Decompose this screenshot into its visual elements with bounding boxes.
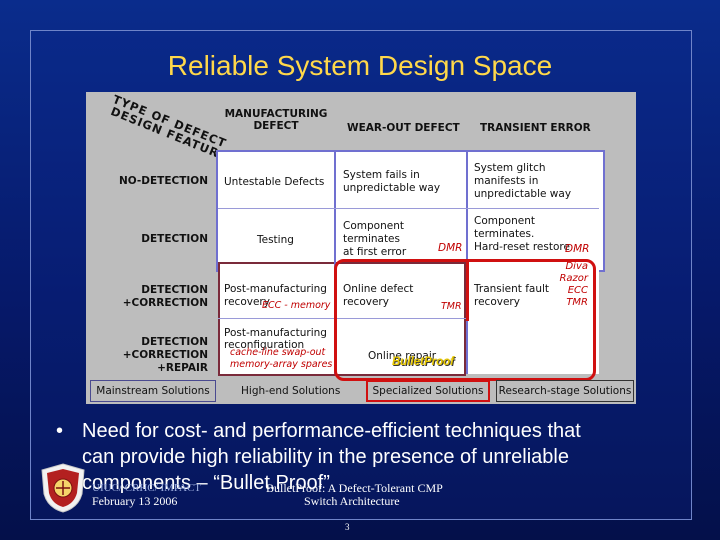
footer-group: UIUC/ CRHC/ IMPACT xyxy=(92,482,202,494)
cell-hard-reset-line1: Component xyxy=(474,215,535,227)
column-header-manufacturing: MANUFACTURING DEFECT xyxy=(216,108,336,132)
bullet-line-1: Need for cost- and performance-efficient… xyxy=(82,420,581,442)
footer-title-line2: Switch Architecture xyxy=(304,494,400,508)
cell-hard-reset-line2: terminates. xyxy=(474,228,535,240)
cell-online-defect-recovery: Online defect recovery xyxy=(343,283,413,309)
cell-system-fails-line2: unpredictable way xyxy=(343,182,441,194)
page-number: 3 xyxy=(345,522,350,532)
cell-dmr-wearout: DMR xyxy=(438,242,463,254)
cell-untestable-defects: Untestable Defects xyxy=(224,176,325,188)
cell-post-manufacturing-reconfiguration: Post-manufacturing reconfiguration xyxy=(224,327,327,351)
row-label-detection-correction-repair: DETECTION +CORRECTION +REPAIR xyxy=(96,336,208,375)
row-label-detection: DETECTION xyxy=(141,233,208,245)
cell-testing: Testing xyxy=(257,234,294,246)
bullet-marker: • xyxy=(56,420,64,442)
cell-diva: Diva xyxy=(565,261,588,272)
cell-system-fails-line1: System fails in xyxy=(343,169,420,181)
cell-online-defect-line2: recovery xyxy=(343,296,389,308)
cell-tmr-wearout: TMR xyxy=(441,301,462,312)
solutions-mainstream-label: Mainstream Solutions xyxy=(96,385,210,397)
cell-system-glitch-line1: System glitch xyxy=(474,162,546,174)
cell-ecc: ECC xyxy=(567,285,588,296)
row-label-no-detection: NO-DETECTION xyxy=(119,175,208,187)
column-header-transient: TRANSIENT ERROR xyxy=(480,122,591,134)
cell-dmr-transient: DMR xyxy=(565,243,590,255)
cell-system-fails: System fails in unpredictable way xyxy=(343,169,440,195)
footer-title-line1: BulletProof: A Defect-Tolerant CMP xyxy=(266,481,443,495)
solutions-research-label: Research-stage Solutions xyxy=(498,385,632,397)
bullet-line-3: components – “Bullet.Proof” xyxy=(82,472,330,494)
column-header-manufacturing-line1: MANUFACTURING xyxy=(224,108,328,120)
bullet-text: Need for cost- and performance-efficient… xyxy=(82,418,672,496)
cell-razor: Razor xyxy=(559,273,588,284)
row-label-dc-line1: DETECTION xyxy=(141,284,208,296)
cell-transient-fault-line2: recovery xyxy=(474,296,520,308)
bulletproof-label: BulletProof xyxy=(392,356,454,368)
solutions-high-end: High-end Solutions xyxy=(241,385,341,397)
cell-post-recon-line1: Post-manufacturing xyxy=(224,327,327,339)
cell-tmr-transient: TMR xyxy=(566,297,588,308)
cell-component-terminates-hard-reset: Component terminates. Hard-reset restore xyxy=(474,215,570,254)
cell-component-terminates-line3: at first error xyxy=(343,246,407,258)
slide-title: Reliable System Design Space xyxy=(167,50,553,81)
row-label-dcr-line1: DETECTION xyxy=(141,336,208,348)
cell-system-glitch: System glitch manifests in unpredictable… xyxy=(474,162,571,201)
cell-memory-array: memory-array spares xyxy=(230,359,333,370)
cell-transient-techniques: Diva Razor ECC TMR xyxy=(548,261,588,309)
cell-hard-reset-line3: Hard-reset restore xyxy=(474,241,570,253)
row-label-dcr-line2: +CORRECTION xyxy=(122,349,208,361)
cell-system-glitch-line3: unpredictable way xyxy=(474,188,572,200)
cell-online-repair: Online repair xyxy=(368,350,437,362)
footer-date: February 13 2006 xyxy=(92,494,178,508)
cell-system-glitch-line2: manifests in xyxy=(474,175,539,187)
cell-post-mfg-line1: Post-manufacturing xyxy=(224,283,327,295)
cell-cache-line-swap-out: cache-line swap-out memory-array spares xyxy=(230,347,332,371)
row-divider-1 xyxy=(218,208,599,209)
cell-cache-line: cache-line swap-out xyxy=(230,347,326,358)
cell-component-terminates: Component terminates at first error xyxy=(343,220,406,259)
bullet-line-2: can provide high reliability in the pres… xyxy=(82,446,569,468)
column-header-wearout: WEAR-OUT DEFECT xyxy=(347,122,460,134)
cell-component-terminates-line1: Component xyxy=(343,220,404,232)
cell-transient-fault-recovery: Transient fault recovery xyxy=(474,283,549,309)
bulletproof-region-notch xyxy=(466,259,596,321)
cell-ecc-memory: ECC - memory xyxy=(262,300,331,311)
cell-post-recon-line2: reconfiguration xyxy=(224,339,305,351)
cell-transient-fault-line1: Transient fault xyxy=(474,283,550,295)
cell-post-manufacturing-recovery: Post-manufacturing recovery xyxy=(224,283,327,309)
solutions-research-box xyxy=(496,380,634,402)
row-label-dcr-line3: +REPAIR xyxy=(157,362,208,374)
bulletproof-region-outline xyxy=(334,259,596,381)
solutions-mainstream xyxy=(90,380,216,402)
column-header-manufacturing-line2: DEFECT xyxy=(253,120,299,132)
cell-component-terminates-line2: terminates xyxy=(343,233,400,245)
row-label-detection-correction: DETECTION +CORRECTION xyxy=(96,284,208,310)
solutions-specialized-box xyxy=(366,380,490,402)
cell-post-mfg-line2: recovery xyxy=(224,296,270,308)
university-seal-icon xyxy=(41,463,85,513)
solutions-specialized-label: Specialized Solutions xyxy=(372,385,484,397)
cell-online-defect-line1: Online defect xyxy=(343,283,414,295)
row-label-dc-line2: +CORRECTION xyxy=(122,297,208,309)
row-divider-2 xyxy=(218,318,466,319)
